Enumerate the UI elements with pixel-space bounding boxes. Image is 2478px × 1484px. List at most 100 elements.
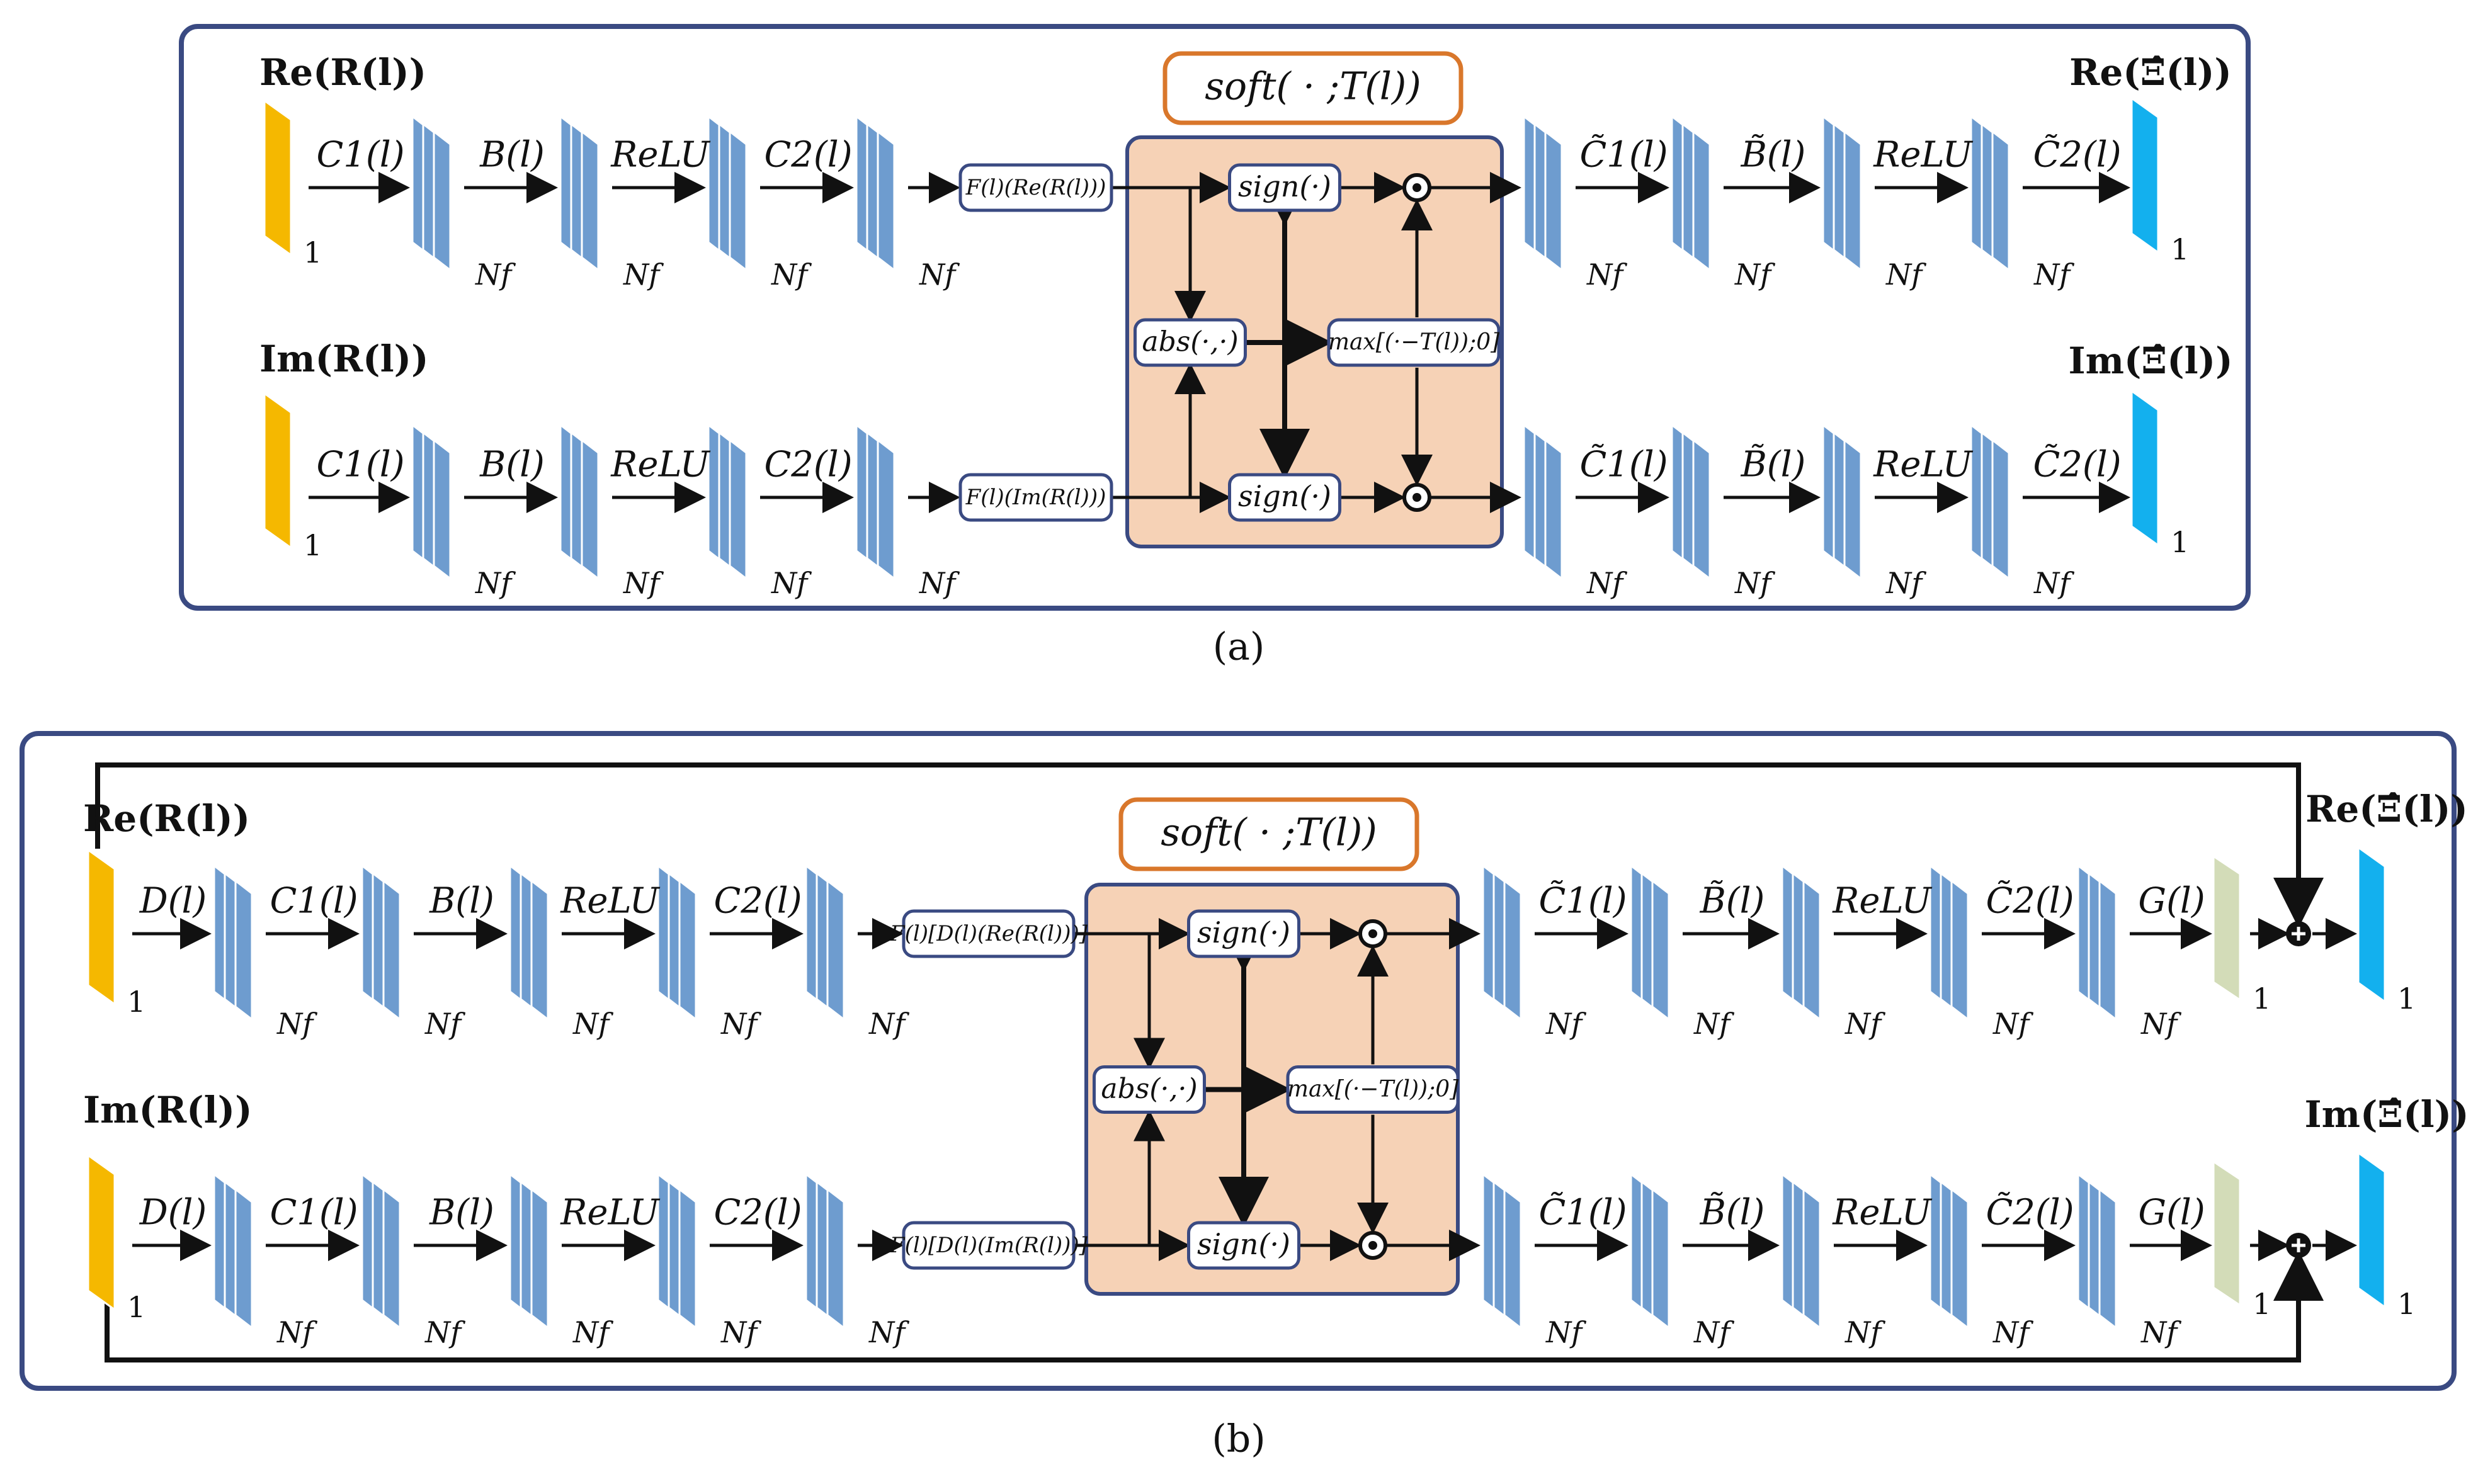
panel_a-op-top-0: C1(l) <box>316 135 404 176</box>
panel_a-sign-top: sign(·) <box>1238 169 1331 203</box>
panel_b-input-label-bottom: Im(R(l)) <box>83 1089 253 1131</box>
panel_a-op-bottom-3: C2(l) <box>764 445 852 485</box>
panel_a-stack-bottom-0 <box>433 438 452 581</box>
panel_a-stack-bottom-1 <box>581 438 600 581</box>
panel_a-out-stack-top-3 <box>1991 129 2010 273</box>
panel_a-output-top <box>2130 96 2159 254</box>
panel_a-abs-box <box>1134 318 1247 367</box>
panel_b-stack-top-2 <box>530 878 549 1022</box>
panel_a-out-nf-bottom-3: Nf <box>2033 566 2074 600</box>
panel_a-soft-label-box <box>1162 51 1463 125</box>
panel_a-out-nf-top-1: Nf <box>1734 258 1775 292</box>
panel_a-out-op-top-2: ReLU <box>1873 135 1973 176</box>
panel_b-sign-bottom-box <box>1187 1221 1300 1270</box>
panel_a-f-top-box <box>958 163 1113 212</box>
panel_b-out-nf-top-1: Nf <box>1693 1007 1734 1041</box>
panel_a-max-box <box>1327 318 1501 367</box>
panel_b-abs: abs(·,·) <box>1101 1073 1197 1105</box>
panel_b-mult-top-dot <box>1368 929 1377 938</box>
panel_b-out-op-top-3: C̃2(l) <box>1986 880 2074 921</box>
panel_b-op-top-3: ReLU <box>560 881 660 922</box>
panel_a-mult-bottom-dot <box>1412 493 1421 502</box>
panel_b-out-stack-top-0 <box>1503 878 1522 1022</box>
panel_b-nf-bottom-3: Nf <box>720 1315 761 1349</box>
panel_a-out-nf-top-3: Nf <box>2033 258 2074 292</box>
panel_b-mult-bottom-dot <box>1368 1241 1377 1250</box>
panel_a-output-one-top: 1 <box>2171 232 2189 266</box>
panel_b-out-nf-bottom-3: Nf <box>1992 1315 2033 1349</box>
panel_a-nf-top-1: Nf <box>623 258 664 292</box>
panel_b-nf-bottom-4: Nf <box>868 1315 909 1349</box>
panel_b-g-one-bottom: 1 <box>2253 1287 2271 1321</box>
panel_b-g-block-top <box>2212 854 2241 1002</box>
panel_b-nf-top-0: Nf <box>276 1007 317 1041</box>
panel_b-out-op-bottom-3: C̃2(l) <box>1986 1191 2074 1233</box>
panel_a-input-top <box>263 99 292 257</box>
panel_b-stack-top-0 <box>234 878 253 1022</box>
panel_a-sign-bottom-box <box>1228 473 1341 522</box>
panel_b-max: max[(·−T(l));0] <box>1287 1077 1459 1102</box>
panel_a-output-label-top: Re(Ξ̂(l)) <box>2069 51 2232 94</box>
panel_a-out-op-top-0: C̃1(l) <box>1579 133 1668 175</box>
panel_b-stack-bottom-4 <box>826 1187 845 1330</box>
panel_b-stack-top-4 <box>826 878 845 1022</box>
panel_b-out-nf-bottom-2: Nf <box>1844 1315 1885 1349</box>
panel_b-output-label-top: Re(Ξ̂(l)) <box>2305 788 2468 830</box>
panel_a-f-bottom-box <box>958 473 1113 522</box>
panel_a-output-bottom <box>2130 389 2159 547</box>
panel_a-sign-top-box <box>1228 163 1341 212</box>
panel_a-out-stack-bottom-3 <box>1991 438 2010 581</box>
panel_b-out-nf-bottom-0: Nf <box>1545 1315 1586 1349</box>
panel_a-out-op-top-3: C̃2(l) <box>2033 133 2121 175</box>
panel_a-abs: abs(·,·) <box>1142 326 1238 358</box>
panel_a-input-label-top: Re(R(l)) <box>259 51 426 94</box>
panel_a-op-top-1: B(l) <box>479 135 545 176</box>
panel_a-frame <box>179 24 2251 611</box>
panel_a-stack-top-1 <box>581 129 600 273</box>
panel_a-out-stack-bottom-0 <box>1544 438 1563 581</box>
panel_a-nf-bottom-3: Nf <box>919 566 960 600</box>
panel_b-nf-bottom-1: Nf <box>424 1315 465 1349</box>
panel_b-op-bottom-3: ReLU <box>560 1192 660 1233</box>
panel_b-stack-bottom-3 <box>678 1187 697 1330</box>
panel_a-input-one-top: 1 <box>304 235 322 269</box>
panel_b-stack-top-1 <box>382 878 401 1022</box>
panel_b-out-op-top-4: G(l) <box>2138 881 2205 922</box>
panel_a-out-op-top-1: B̃(l) <box>1741 133 1806 175</box>
panel_a-nf-top-2: Nf <box>771 258 812 292</box>
panel_b-op-bottom-0: D(l) <box>139 1192 207 1233</box>
panel_a-out-stack-bottom-1 <box>1692 438 1711 581</box>
panel_b-out-stack-bottom-1 <box>1651 1187 1670 1330</box>
panel-b-caption: (b) <box>1212 1417 1265 1461</box>
panel_b-g-block-bottom <box>2212 1160 2241 1307</box>
panel_a-stack-top-2 <box>729 129 747 273</box>
panel_b-out-op-top-0: C̃1(l) <box>1538 880 1627 921</box>
panel_a-output-label-bottom: Im(Ξ̂(l)) <box>2068 339 2232 382</box>
panel_b-out-stack-bottom-4 <box>2098 1187 2117 1330</box>
panel_b-g-one-top: 1 <box>2253 982 2271 1016</box>
panel_a-out-nf-bottom-0: Nf <box>1586 566 1627 600</box>
panel_a-out-op-bottom-1: B̃(l) <box>1741 443 1806 485</box>
panel_b-f-bottom: F(l)[D(l)(Im(R(l)))] <box>889 1233 1088 1258</box>
panel_b-op-top-0: D(l) <box>139 881 207 922</box>
panel_b-nf-bottom-0: Nf <box>276 1315 317 1349</box>
panel_a-max: max[(·−T(l));0] <box>1328 329 1500 355</box>
panel_a-out-stack-top-1 <box>1692 129 1711 273</box>
panel_b-out-stack-top-4 <box>2098 878 2117 1022</box>
panel_b-out-op-bottom-2: ReLU <box>1832 1192 1932 1233</box>
panel_b-out-op-top-1: B̃(l) <box>1700 880 1765 921</box>
panel_b-op-bottom-2: B(l) <box>429 1192 494 1233</box>
panel_a-input-bottom <box>263 392 292 550</box>
panel_a-out-op-bottom-0: C̃1(l) <box>1579 443 1668 485</box>
panel_b-input-bottom <box>87 1153 116 1311</box>
panel_b-op-top-1: C1(l) <box>270 881 358 922</box>
panel_b-output-top <box>2357 846 2386 1004</box>
panel_b-nf-top-1: Nf <box>424 1007 465 1041</box>
panel_b-f-top: F(l)[D(l)(Re(R(l)))] <box>889 921 1088 946</box>
panel_b-stack-top-3 <box>678 878 697 1022</box>
panel_b-f-top-box <box>902 909 1076 958</box>
panel_b-skip-bottom <box>105 1250 2324 1362</box>
panel_a-op-bottom-2: ReLU <box>610 445 710 485</box>
panel_b-out-stack-top-3 <box>1950 878 1969 1022</box>
panel_a-input-label-bottom: Im(R(l)) <box>259 337 429 380</box>
